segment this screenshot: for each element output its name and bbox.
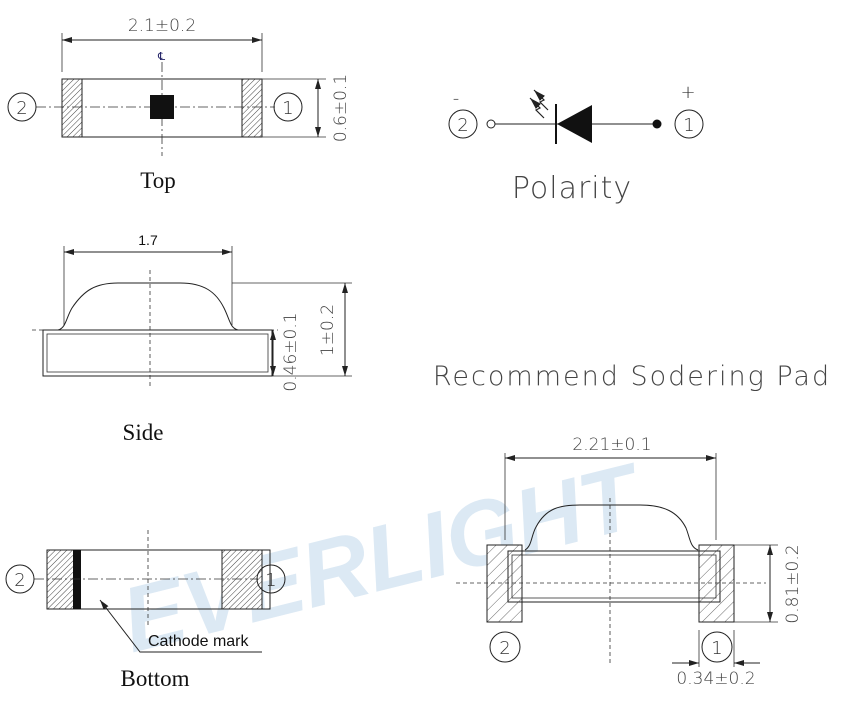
side-height-dim: 1±0.2 xyxy=(318,304,338,356)
chip-die xyxy=(150,95,174,119)
pin-label-2: 2 xyxy=(499,638,510,659)
pin-circle-1 xyxy=(273,92,303,122)
side-width-dim: 1.7 xyxy=(138,232,158,248)
pin-label-1: 1 xyxy=(711,638,722,659)
pin-label-1: 1 xyxy=(265,570,276,591)
top-label: Top xyxy=(140,168,175,193)
bottom-view: 2 1 Cathode mark Bottom xyxy=(5,530,286,691)
polarity-symbol: - 2 + 1 Polarity xyxy=(448,82,704,206)
side-view: 1.7 0.46±0.1 1±0.2 Side xyxy=(32,232,352,445)
centerline-mark: ℄ xyxy=(157,50,165,63)
pin-label-2: 2 xyxy=(16,98,27,119)
solder-pad-right xyxy=(698,544,735,623)
pin-label-1: 1 xyxy=(282,98,293,119)
minus-sign: - xyxy=(453,88,460,109)
pad-size-dim: 0.34±0.2 xyxy=(676,669,755,689)
pad-left xyxy=(61,78,83,138)
top-width-dim: 2.1±0.2 xyxy=(128,16,196,36)
soldering-pad-view: 2.21±0.1 0.81±0.2 2 1 0.34±0.2 xyxy=(456,435,803,689)
pad-right xyxy=(241,78,263,138)
pin-circle-2 xyxy=(7,92,37,122)
pad-width-dim: 2.21±0.1 xyxy=(572,435,651,455)
pin-label-1: 1 xyxy=(683,115,694,136)
pad-title: Recommend Sodering Pad xyxy=(433,361,831,392)
pin-label-2: 2 xyxy=(14,570,25,591)
top-height-dim: 0.6±0.1 xyxy=(331,74,351,142)
pin-label-2: 2 xyxy=(457,115,468,136)
diode-icon xyxy=(557,105,592,143)
pad-height-dim: 0.81±0.2 xyxy=(783,544,803,623)
cathode-mark-label: Cathode mark xyxy=(148,633,249,650)
polarity-label: Polarity xyxy=(512,171,632,206)
side-label: Side xyxy=(123,420,164,445)
plus-sign: + xyxy=(680,82,695,103)
bottom-label: Bottom xyxy=(120,666,189,691)
solder-pad-left xyxy=(486,544,523,623)
cathode-mark xyxy=(73,550,81,609)
side-base-dim: 0.46±0.1 xyxy=(281,312,301,391)
light-emission-icon xyxy=(529,89,549,119)
top-view: 2.1±0.2 ℄ 2 1 0.6±0.1 Top xyxy=(7,16,351,193)
